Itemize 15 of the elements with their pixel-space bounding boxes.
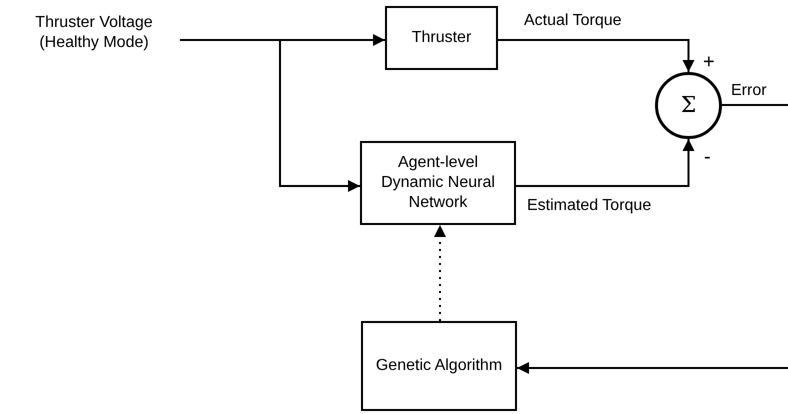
process-box: Agent-level Dynamic Neural Network <box>360 141 516 225</box>
edge-label: Actual Torque <box>524 11 622 31</box>
arrow <box>498 39 694 72</box>
summing-junction: Σ <box>655 72 722 139</box>
arrow <box>180 39 360 192</box>
arrow <box>516 139 694 187</box>
connector-line <box>722 104 788 106</box>
sign-label: - <box>704 146 711 168</box>
sign-label: + <box>703 51 715 73</box>
input-label: Thruster Voltage (Healthy Mode) <box>8 10 180 56</box>
process-box: Thruster <box>385 6 498 70</box>
arrow <box>517 362 788 374</box>
arrow <box>434 225 446 321</box>
edge-label: Estimated Torque <box>527 196 652 216</box>
process-box: Genetic Algorithm <box>361 321 517 411</box>
